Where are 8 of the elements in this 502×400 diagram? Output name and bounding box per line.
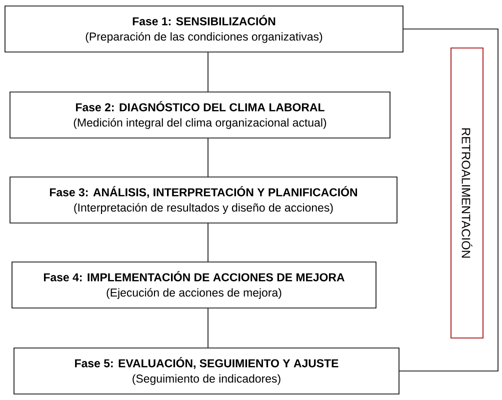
- connector-line: [399, 28, 498, 372]
- phase-box: Fase 5: EVALUACIÓN, SEGUIMIENTO Y AJUSTE (Seguimiento de indicadores): [14, 348, 400, 394]
- phase-box: Fase 2: DIAGNÓSTICO DEL CLIMA LABORAL (Medición integral del clima organizacional actual): [10, 92, 390, 138]
- phase-box: Fase 3: ANÁLISIS, INTERPRETACIÓN Y PLANIFICACIÓN (Interpretación de resultados y diseño de acciones): [10, 176, 398, 224]
- phase-box: Fase 1: SENSIBILIZACIÓN (Preparación de las condiciones organizativas): [4, 6, 404, 52]
- feedback-box: [450, 47, 484, 339]
- vertical-label: RETROALIMENTACIÓN: [462, 128, 472, 258]
- phase-box: Fase 4: IMPLEMENTACIÓN DE ACCIONES DE MEJORA (Ejecución de acciones de mejora): [12, 262, 376, 308]
